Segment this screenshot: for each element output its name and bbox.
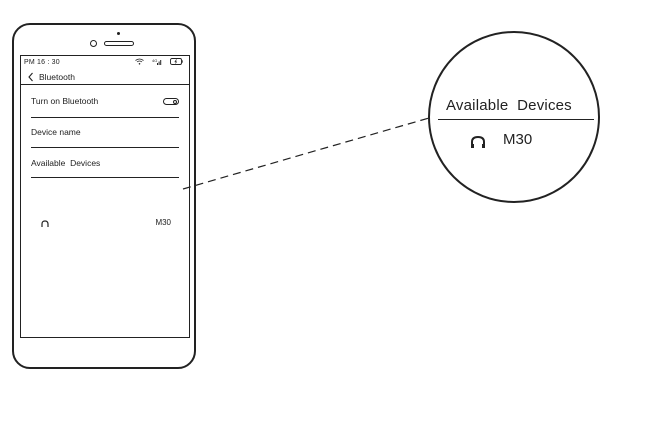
nav-bar: Bluetooth bbox=[21, 70, 189, 85]
headphones-icon bbox=[41, 220, 49, 227]
phone-speaker bbox=[104, 41, 134, 46]
headphones-icon bbox=[471, 135, 485, 148]
svg-text:4G: 4G bbox=[152, 58, 157, 63]
callout-magnifier: Available Devices M30 bbox=[428, 31, 600, 203]
signal-icon: 4G bbox=[152, 58, 162, 65]
battery-icon bbox=[170, 58, 183, 65]
bluetooth-toggle-label: Turn on Bluetooth bbox=[31, 96, 99, 106]
divider bbox=[31, 147, 179, 148]
chevron-left-icon[interactable] bbox=[27, 72, 35, 82]
status-icons: 4G bbox=[135, 58, 183, 65]
page-title: Bluetooth bbox=[39, 72, 75, 82]
available-devices-header: Available Devices bbox=[31, 158, 179, 168]
callout-divider bbox=[438, 119, 594, 120]
callout-title: Available Devices bbox=[446, 97, 572, 114]
bluetooth-toggle[interactable] bbox=[163, 98, 179, 105]
available-devices-label: Available Devices bbox=[31, 158, 101, 168]
device-name-row[interactable]: Device name bbox=[31, 127, 179, 137]
status-time: PM 16 : 30 bbox=[24, 59, 60, 66]
divider bbox=[31, 177, 179, 178]
bluetooth-toggle-row[interactable]: Turn on Bluetooth bbox=[31, 96, 179, 106]
status-bar: PM 16 : 30 4G bbox=[21, 56, 189, 69]
phone-screen: PM 16 : 30 4G bbox=[20, 55, 190, 338]
callout-device-name: M30 bbox=[503, 131, 533, 148]
phone-camera bbox=[90, 40, 97, 47]
toggle-knob bbox=[173, 99, 177, 104]
device-name-label: Device name bbox=[31, 127, 81, 137]
device-list-item-m30[interactable]: M30 bbox=[155, 218, 171, 227]
wifi-icon bbox=[135, 58, 144, 65]
phone-frame: PM 16 : 30 4G bbox=[12, 23, 196, 369]
divider bbox=[31, 117, 179, 118]
phone-sensor bbox=[117, 32, 120, 35]
